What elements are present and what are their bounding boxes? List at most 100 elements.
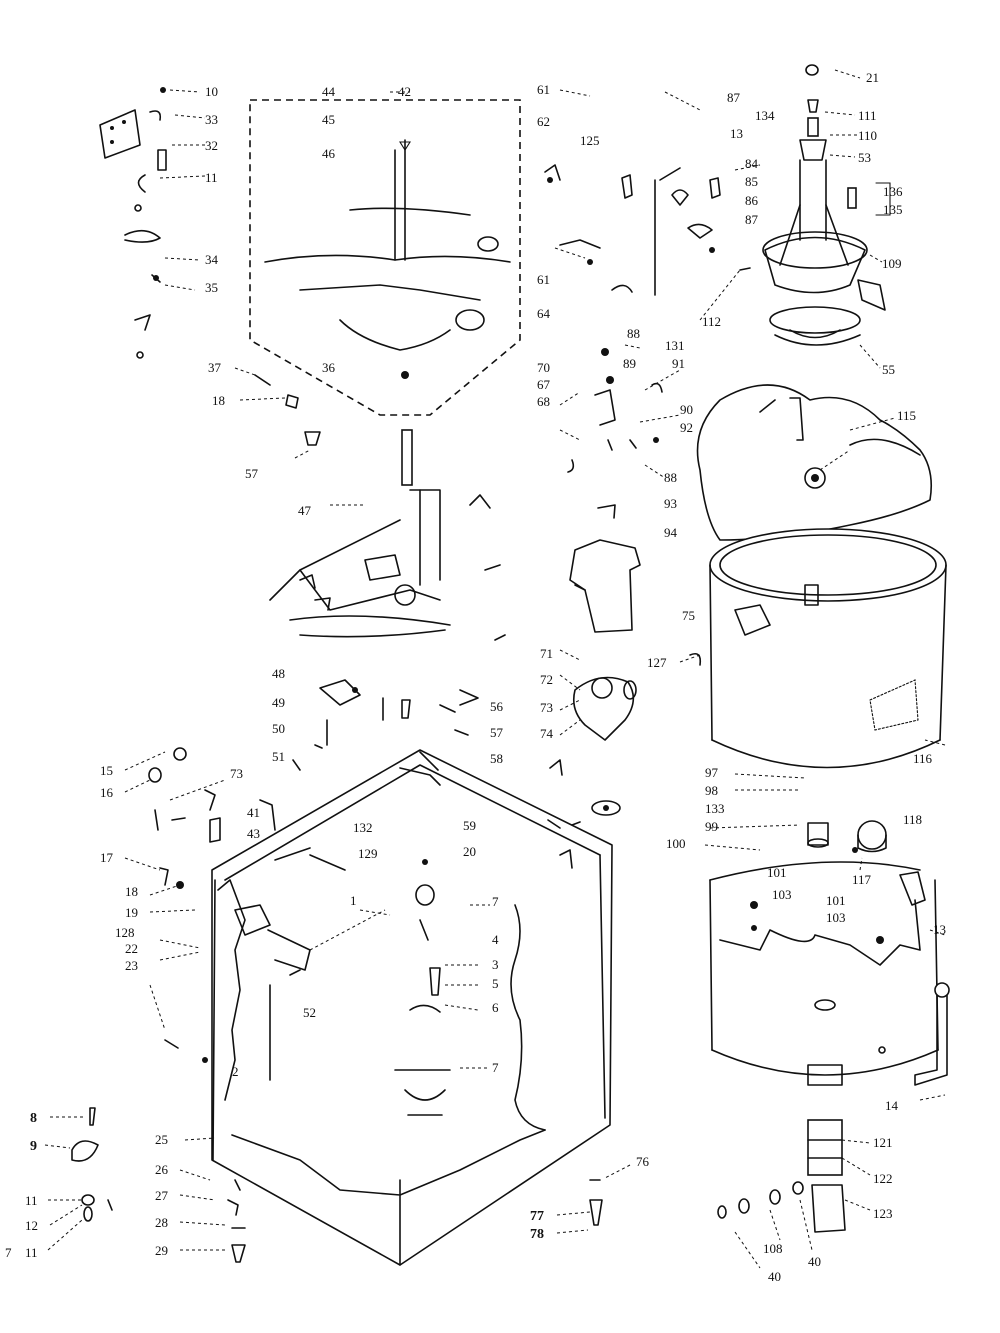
callout-117: 117 (852, 872, 872, 887)
callout-16: 16 (100, 785, 114, 800)
callout-5: 5 (492, 976, 499, 991)
callout-85: 85 (745, 174, 758, 189)
callout-25: 25 (155, 1132, 168, 1147)
callout-61: 61 (537, 82, 550, 97)
spin-tub (689, 528, 947, 769)
callout-87: 87 (727, 90, 741, 105)
callout-34: 34 (205, 252, 219, 267)
callout-109: 109 (882, 256, 902, 271)
callout-7: 7 (492, 894, 499, 909)
callout-110: 110 (858, 128, 877, 143)
callout-10: 10 (205, 84, 218, 99)
callout-112: 112 (702, 314, 721, 329)
callout-28: 28 (155, 1215, 168, 1230)
agitator-assembly (249, 99, 521, 416)
callout-67: 67 (537, 377, 551, 392)
callout-46: 46 (322, 146, 336, 161)
callout-2: 2 (232, 1064, 239, 1079)
callout-45: 45 (322, 112, 335, 127)
top-left-small-parts (99, 87, 321, 446)
callout-11-bottom: 11 (25, 1193, 38, 1208)
callout-58: 58 (490, 751, 503, 766)
callout-7-lower: 7 (492, 1060, 499, 1075)
callout-132: 132 (353, 820, 373, 835)
callout-18-left: 18 (125, 884, 138, 899)
callout-11: 11 (205, 170, 218, 185)
callout-48: 48 (272, 666, 285, 681)
callout-90: 90 (680, 402, 693, 417)
callout-89: 89 (623, 356, 636, 371)
callout-129: 129 (358, 846, 378, 861)
outer-tub (709, 820, 950, 1086)
callout-59: 59 (463, 818, 476, 833)
callout-1: 1 (350, 893, 357, 908)
callout-11-lowest: 11 (25, 1245, 38, 1260)
transmission-assembly (269, 429, 506, 749)
callout-103: 103 (772, 887, 792, 902)
callout-71: 71 (540, 646, 553, 661)
callout-134: 134 (755, 108, 775, 123)
callout-4: 4 (492, 932, 499, 947)
callout-47: 47 (298, 503, 312, 518)
cabinet (211, 749, 613, 1266)
callout-12: 12 (25, 1218, 38, 1233)
callout-33: 33 (205, 112, 218, 127)
callout-78: 78 (530, 1227, 544, 1242)
callout-101-right: 101 (826, 893, 846, 908)
callout-99: 99 (705, 819, 718, 834)
callout-86: 86 (745, 193, 759, 208)
callout-42: 42 (398, 84, 411, 99)
callout-51: 51 (272, 749, 285, 764)
callout-41: 41 (247, 805, 260, 820)
callout-3: 3 (492, 957, 499, 972)
callout-125: 125 (580, 133, 600, 148)
callout-29: 29 (155, 1243, 168, 1258)
callout-43: 43 (247, 826, 260, 841)
callout-131: 131 (665, 338, 685, 353)
callout-75: 75 (682, 608, 695, 623)
callout-17: 17 (100, 850, 114, 865)
callout-84: 84 (745, 156, 759, 171)
callout-13: 13 (730, 126, 743, 141)
callout-49: 49 (272, 695, 285, 710)
callout-62: 62 (537, 114, 550, 129)
callout-92: 92 (680, 420, 693, 435)
callout-122: 122 (873, 1171, 893, 1186)
callout-27: 27 (155, 1188, 169, 1203)
callout-52: 52 (303, 1005, 316, 1020)
callout-101: 101 (767, 865, 787, 880)
callout-36: 36 (322, 360, 336, 375)
callout-64: 64 (537, 306, 551, 321)
bearing-parts (717, 1119, 846, 1233)
callout-8: 8 (30, 1111, 37, 1126)
callout-20: 20 (463, 844, 476, 859)
callout-72: 72 (540, 672, 553, 687)
callout-18: 18 (212, 393, 225, 408)
callout-14: 14 (885, 1098, 899, 1113)
callout-133: 133 (705, 801, 725, 816)
callout-73-right: 73 (540, 700, 553, 715)
left-edge-parts (71, 747, 603, 1263)
callout-37: 37 (208, 360, 222, 375)
callout-121: 121 (873, 1135, 893, 1150)
callout-labels: 10 33 32 11 34 35 37 18 57 47 44 42 45 4… (5, 70, 946, 1284)
upper-center-small-parts (621, 167, 751, 296)
callout-40: 40 (808, 1254, 821, 1269)
callout-53: 53 (858, 150, 871, 165)
callout-57-lower: 57 (490, 725, 504, 740)
callout-97: 97 (705, 765, 719, 780)
callout-88: 88 (627, 326, 640, 341)
callout-35: 35 (205, 280, 218, 295)
callout-9: 9 (30, 1139, 37, 1154)
callout-22: 22 (125, 941, 138, 956)
callout-127: 127 (647, 655, 667, 670)
callout-116: 116 (913, 751, 933, 766)
callout-40-lower: 40 (768, 1269, 781, 1284)
callout-70: 70 (537, 360, 550, 375)
callout-76: 76 (636, 1154, 650, 1169)
callout-6: 6 (492, 1000, 499, 1015)
pump-and-hardware (544, 164, 663, 826)
callout-115: 115 (897, 408, 916, 423)
callout-118: 118 (903, 812, 922, 827)
callout-61-lower: 61 (537, 272, 550, 287)
